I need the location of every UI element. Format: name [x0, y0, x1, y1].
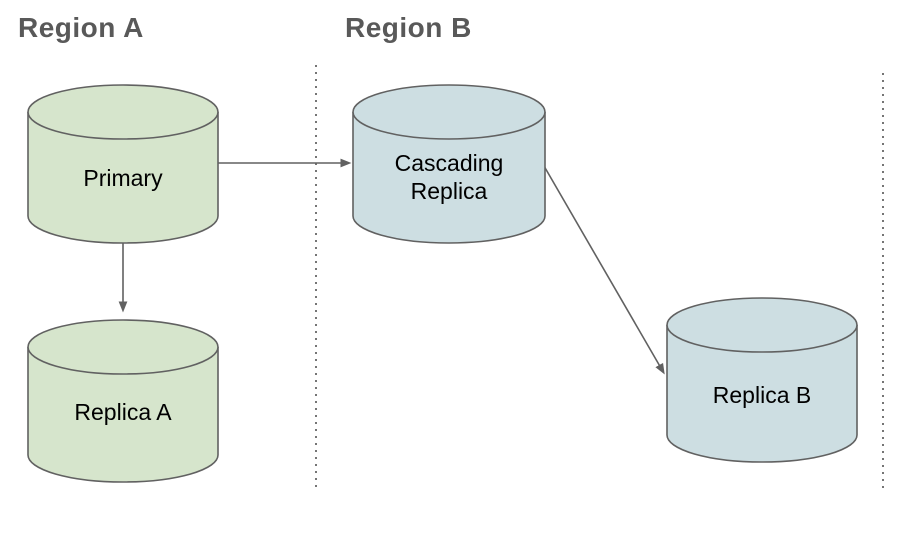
node-primary [27, 84, 219, 244]
node-label-primary: Primary [83, 165, 163, 191]
node-label-replica-b: Replica B [712, 382, 812, 408]
node-label-replica-a: Replica A [74, 399, 172, 425]
node-cascading-replica [352, 84, 546, 244]
node-label-cascading-replica: Cascading Replica [394, 150, 504, 204]
region-b-label: Region B [345, 12, 472, 43]
node-replica-a [27, 319, 219, 483]
edge-cascading-replica-to-replica-b [543, 165, 665, 375]
node-replica-b [666, 297, 858, 463]
region-a-label: Region A [18, 12, 144, 43]
